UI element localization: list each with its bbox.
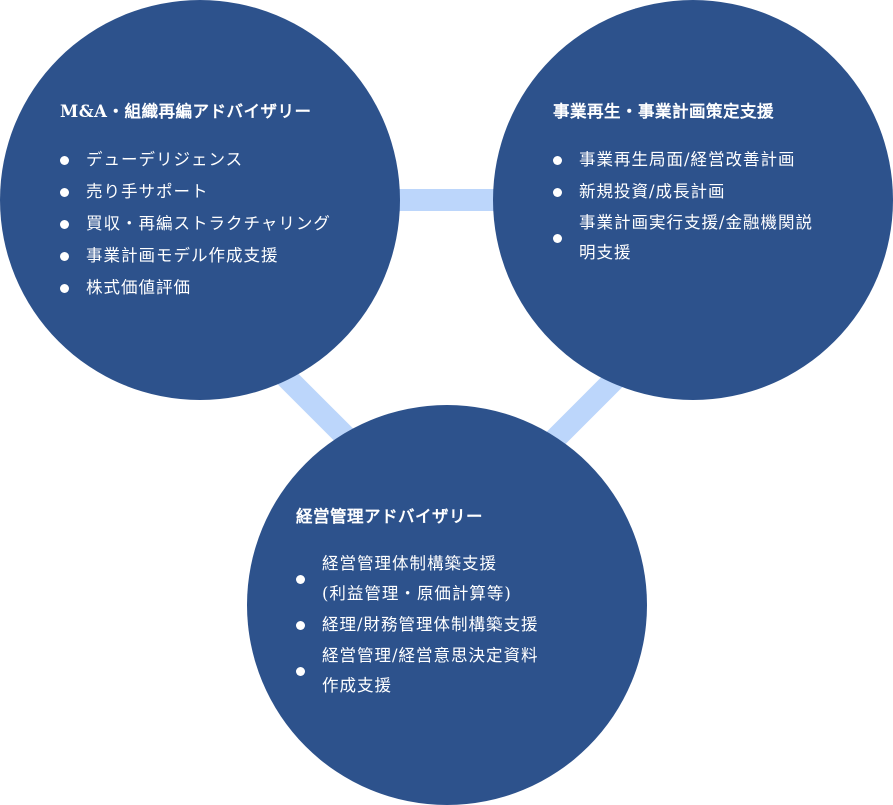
circle-title: M&A・組織再編アドバイザリー — [60, 102, 312, 121]
list-item: 買収・再編ストラクチャリング — [60, 208, 331, 240]
list-item: 株式価値評価 — [60, 272, 331, 304]
list-item: 経営管理/経営意思決定資料 作成支援 — [296, 641, 539, 701]
bullet-icon — [553, 187, 562, 197]
ma-advisory-content: M&A・組織再編アドバイザリー デューデリジェンス 売り手サポート 買収・再編ス… — [60, 98, 331, 304]
list-item: 売り手サポート — [60, 176, 331, 208]
management-advisory-content: 経営管理アドバイザリー 経営管理体制構築支援 (利益管理・原価計算等) 経理/財… — [296, 503, 539, 701]
bullet-icon — [60, 187, 69, 197]
circle-business-revitalization — [493, 0, 893, 400]
bullet-icon — [296, 574, 305, 584]
list-item: 事業再生局面/経営改善計画 — [553, 144, 813, 176]
bullet-icon — [553, 233, 562, 243]
circle-title: 経営管理アドバイザリー — [296, 507, 483, 526]
list-item: 経営管理体制構築支援 (利益管理・原価計算等) — [296, 549, 539, 609]
list-item: デューデリジェンス — [60, 144, 331, 176]
bullet-icon — [60, 251, 69, 261]
circle-ma-advisory — [0, 0, 400, 400]
circle-management-advisory — [247, 405, 647, 805]
list-item: 新規投資/成長計画 — [553, 176, 813, 208]
connector-top — [395, 189, 500, 211]
bullet-icon — [60, 283, 69, 293]
bullet-icon — [553, 155, 562, 165]
list-item: 経理/財務管理体制構築支援 — [296, 609, 539, 641]
list-item: 事業計画実行支援/金融機関説 明支援 — [553, 208, 813, 268]
business-revitalization-content: 事業再生・事業計画策定支援 事業再生局面/経営改善計画 新規投資/成長計画 事業… — [553, 98, 813, 268]
circle-title: 事業再生・事業計画策定支援 — [553, 102, 774, 121]
bullet-icon — [60, 155, 69, 165]
bullet-icon — [296, 666, 305, 676]
bullet-icon — [60, 219, 69, 229]
bullet-icon — [296, 620, 305, 630]
list-item: 事業計画モデル作成支援 — [60, 240, 331, 272]
